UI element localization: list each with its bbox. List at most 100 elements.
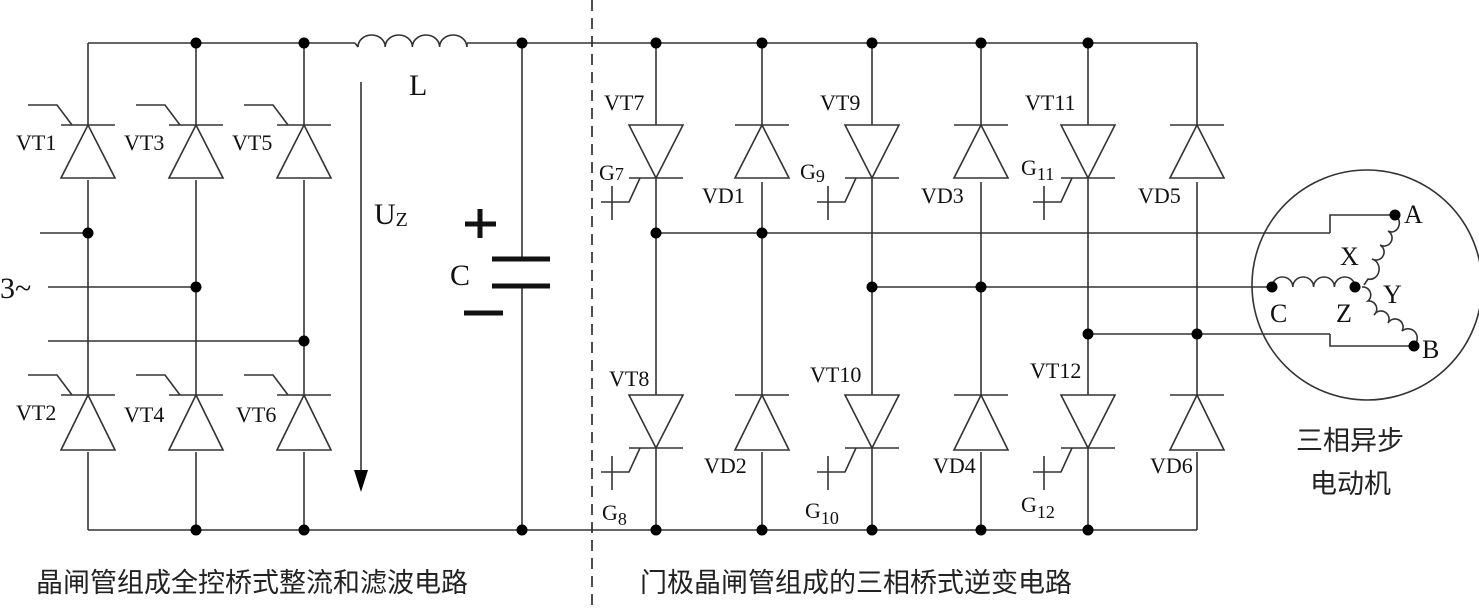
caption-motor-line1: 三相异步 [1296,426,1404,457]
junction-dot [756,524,768,536]
junction-dots [82,37,1420,536]
triangle [1059,394,1117,450]
diode-vd5 [1168,123,1226,179]
label-vd1: VD1 [702,183,745,208]
junction-dot [1082,37,1094,49]
triangle [275,393,333,451]
caption-motor-line2: 电动机 [1310,469,1391,500]
junction-dot [1408,340,1420,352]
gate-lead [1033,177,1073,203]
junction-dot [866,524,878,536]
inductor-coil [357,34,468,48]
label-vt11: VT11 [1025,90,1076,115]
junction-dot [298,37,310,49]
thyristor-vt4 [167,393,225,451]
gate-lead [817,177,857,203]
gate-lead [28,374,73,396]
winding-a-coil [1363,214,1401,286]
triangle [843,394,901,450]
label-terminal-a: A [1404,200,1423,229]
label-ac-source: 3~ [0,272,31,305]
label-g12: G12 [1021,492,1055,522]
thyristor-vt1 [59,123,117,179]
diode-vd4 [952,393,1010,451]
gate-lead [244,104,289,126]
junction-dot [190,524,202,536]
label-vt12: VT12 [1030,358,1081,383]
label-g9: G9 [800,159,825,186]
thyristor-vt3 [167,123,225,179]
junction-dot [1266,281,1278,293]
label-g11: G11 [1021,155,1054,184]
junction-dot [298,524,310,536]
label-vt7: VT7 [604,90,644,115]
junction-dot [756,227,768,239]
thyristor-vt8 [627,394,685,450]
label-vd6: VD6 [1150,453,1193,478]
label-end-y: Y [1383,280,1402,309]
triangle [59,123,117,179]
label-vt8: VT8 [609,366,649,391]
triangle [1168,123,1226,179]
triangle [167,393,225,451]
label-terminal-c: C [1270,299,1287,328]
thyristor-vt5 [275,123,333,179]
junction-dot [1191,328,1203,340]
junction-dot [1349,281,1361,293]
junction-dot [190,281,202,293]
gate-lead [28,104,73,126]
triangle [843,124,901,180]
triangle [167,123,225,179]
label-vd3: VD3 [921,183,964,208]
winding-a-lead [1329,214,1395,233]
label-vt5: VT5 [232,130,272,155]
junction-dot [866,281,878,293]
symbols [28,34,1479,492]
thyristor-vt7 [627,124,685,180]
voltage-arrow-head [354,470,368,492]
diode-vd1 [733,123,791,179]
junction-dot [190,37,202,49]
label-vt10: VT10 [810,362,861,387]
junction-dot [516,37,528,49]
junction-dot [1082,328,1094,340]
junction-dot [975,524,987,536]
motor-circle [1251,169,1479,401]
triangle [275,123,333,179]
label-voltage-uz: UZ [374,198,408,231]
label-end-x: X [1340,242,1359,271]
label-vd4: VD4 [933,453,976,478]
triangle [733,393,791,451]
triangle [952,123,1010,179]
thyristor-vt6 [275,393,333,451]
triangle [1059,124,1117,180]
label-g10: G10 [805,498,839,528]
caption-inverter: 门极晶闸管组成的三相桥式逆变电路 [640,568,1072,599]
gate-lead [136,374,181,396]
diode-vd3 [952,123,1010,179]
gate-lead [601,177,641,203]
thyristor-vt12 [1059,394,1117,450]
label-vt1: VT1 [16,130,56,155]
junction-dot [1389,209,1401,221]
junction-dot [975,281,987,293]
junction-dot [756,37,768,49]
triangle [627,124,685,180]
thyristor-vt10 [843,394,901,450]
label-vt9: VT9 [820,90,860,115]
thyristor-vt9 [843,124,901,180]
junction-dot [82,227,94,239]
junction-dot [650,227,662,239]
label-end-z: Z [1336,299,1352,328]
diode-vd2 [733,393,791,451]
label-terminal-b: B [1422,335,1439,364]
winding-c-coil [1271,276,1356,288]
gate-lead [817,447,857,473]
junction-dot [1082,524,1094,536]
label-vt6: VT6 [236,402,276,427]
label-vd2: VD2 [704,453,747,478]
label-vt2: VT2 [16,400,56,425]
winding-b-coil [1361,286,1418,346]
junction-dot [866,37,878,49]
triangle [733,123,791,179]
